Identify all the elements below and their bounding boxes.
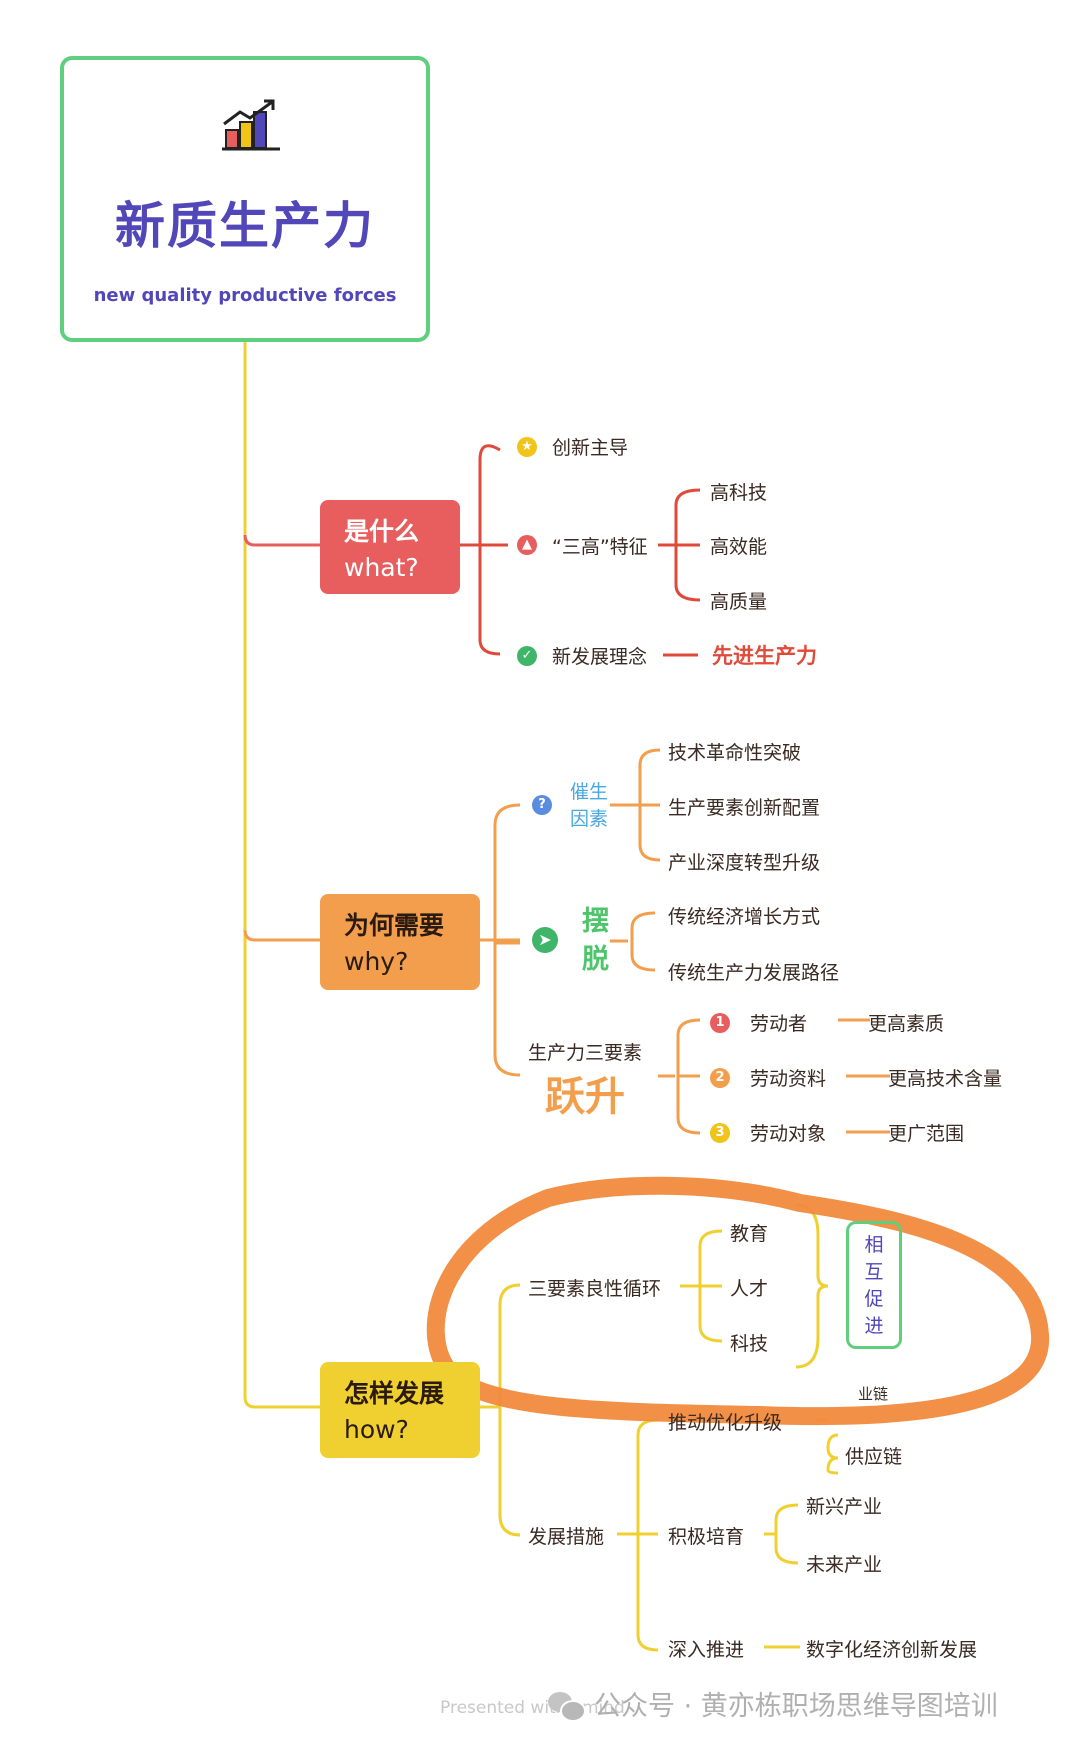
node-laborer-result: 更高素质 [868,1013,945,1035]
node-industry-upgrade: 产业深度转型升级 [668,852,821,874]
mutual-char-3: 促 [864,1288,884,1310]
node-labor-materials-result: 更高技术含量 [888,1068,1003,1090]
node-three-high: “三高”特征 [552,536,648,558]
number-1-icon: 1 [710,1013,730,1033]
mutual-char-4: 进 [864,1315,884,1337]
node-traditional-growth: 传统经济增长方式 [668,906,821,928]
check-icon: ✓ [517,646,537,666]
question-icon: ? [532,795,552,815]
mutual-char-2: 互 [864,1261,884,1283]
section-what-subtitle: what? [344,553,419,582]
node-technology: 科技 [730,1333,769,1355]
page-subtitle: new quality productive forces [93,285,397,306]
node-measures: 发展措施 [528,1526,605,1548]
watermark-account: 公众号 · 黄亦栋职场思维导图培训 [594,1691,998,1722]
node-cultivate: 积极培育 [668,1526,745,1548]
thumbs-up-icon: ▲ [517,535,537,555]
wechat-icon [548,1690,586,1722]
mutual-char-1: 相 [864,1234,884,1256]
node-traditional-path: 传统生产力发展路径 [668,962,840,984]
node-talent: 人才 [730,1278,769,1300]
node-breakaway: 摆 脱 [582,903,609,979]
node-supply-chain: 供应链 [845,1446,903,1468]
section-how-title: 怎样发展 [344,1379,445,1408]
node-breakaway-line1: 摆 [582,906,609,937]
node-high-efficiency: 高效能 [710,536,768,558]
node-emerging-industries: 新兴产业 [806,1496,883,1518]
node-new-concept: 新发展理念 [552,646,648,668]
node-factors: 催生 因素 [570,779,608,833]
number-3-icon: 3 [710,1123,730,1143]
node-virtuous-cycle: 三要素良性循环 [528,1278,662,1300]
growth-bar-chart-icon [222,99,280,151]
star-icon: ★ [517,437,537,457]
node-advanced-productivity: 先进生产力 [712,644,817,668]
running-icon: ➤ [532,927,558,953]
number-2-icon: 2 [710,1068,730,1088]
node-three-elements: 生产力三要素 [528,1042,643,1064]
node-innovation: 创新主导 [552,437,629,459]
node-high-tech: 高科技 [710,482,768,504]
mutual-promotion-box: 相 互 促 进 [846,1221,902,1349]
section-what[interactable]: 是什么 what? [320,500,460,594]
section-why-subtitle: why? [344,947,409,976]
node-labor-materials: 劳动资料 [750,1068,827,1090]
page-title: 新质生产力 [115,197,375,255]
node-future-industries: 未来产业 [806,1554,883,1576]
section-why-title: 为何需要 [344,911,445,940]
node-labor-objects: 劳动对象 [750,1123,827,1145]
node-factor-allocation: 生产要素创新配置 [668,797,821,819]
node-push-upgrade: 推动优化升级 [668,1412,783,1434]
node-leap: 跃升 [545,1074,625,1120]
node-deepen: 深入推进 [668,1639,745,1661]
node-education: 教育 [730,1223,769,1245]
section-why[interactable]: 为何需要 why? [320,894,480,990]
node-digital-economy: 数字化经济创新发展 [806,1639,978,1661]
node-tech-revolution: 技术革命性突破 [668,742,802,764]
section-how[interactable]: 怎样发展 how? [320,1362,480,1458]
node-laborer: 劳动者 [750,1013,808,1035]
section-what-title: 是什么 [344,517,420,546]
node-high-quality: 高质量 [710,591,768,613]
section-how-subtitle: how? [344,1415,409,1444]
node-industry-chain-partial: 业链 [858,1385,889,1403]
title-card: 新质生产力 new quality productive forces [60,56,430,342]
node-factors-line2: 因素 [570,808,609,830]
node-labor-objects-result: 更广范围 [888,1123,965,1145]
node-breakaway-line2: 脱 [582,944,609,975]
node-factors-line1: 催生 [570,781,609,803]
